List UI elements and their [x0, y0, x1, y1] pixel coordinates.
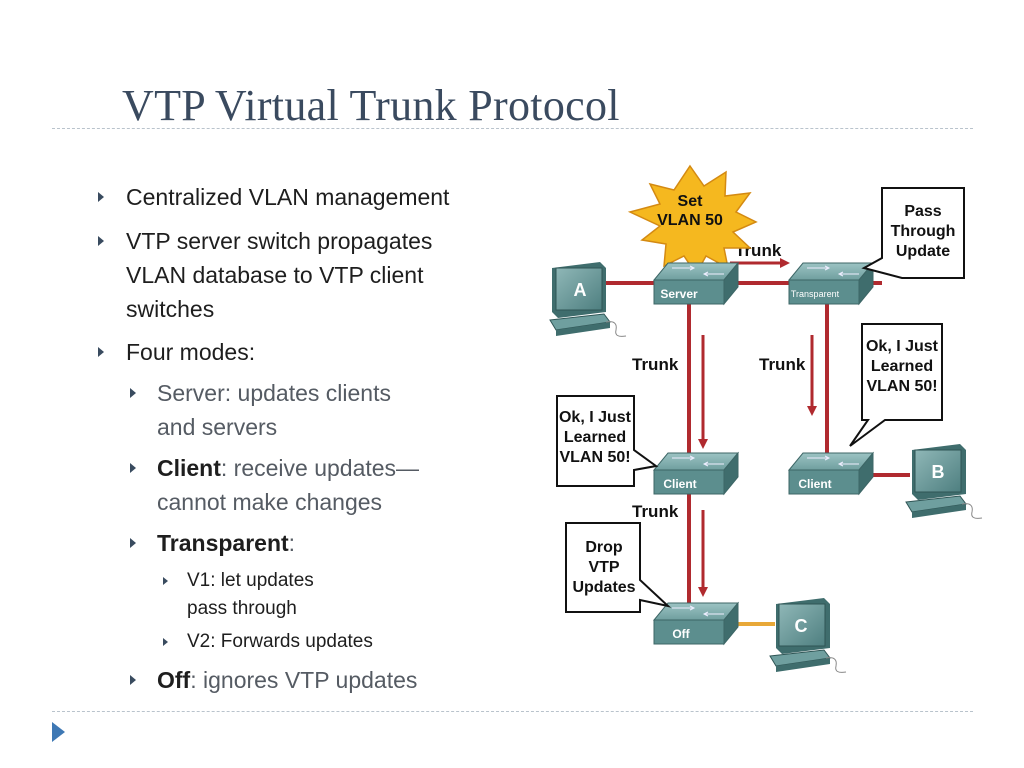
bullet-text: Centralized VLAN management — [126, 184, 450, 210]
footer-divider — [52, 711, 973, 712]
switch-label: Client — [663, 477, 696, 491]
pc-label: B — [932, 462, 945, 482]
switch-off: Off — [652, 601, 740, 646]
mode-desc: and servers — [157, 414, 278, 440]
bullet-text: Four modes: — [126, 339, 256, 365]
callout-line: Learned — [564, 429, 626, 446]
title-divider — [52, 128, 973, 129]
bullet-arrow-icon — [130, 675, 136, 685]
callout-learned-transparent-client: Ok, I Just Learned VLAN 50! — [849, 323, 943, 447]
switch-client-1: Client — [652, 451, 740, 496]
bullet-arrow-icon — [130, 538, 136, 548]
switch-label: Off — [672, 627, 690, 641]
vtp-diagram: Trunk Trunk Trunk Trunk Set VLAN 50 Serv… — [540, 160, 990, 690]
mode-sep: : — [288, 530, 296, 556]
bullet-arrow-icon — [163, 638, 168, 646]
bullet-arrow-icon — [98, 347, 104, 357]
callout-learned-server-client: Ok, I Just Learned VLAN 50! — [556, 395, 659, 487]
callout-pass-through: Pass Through Update — [861, 187, 965, 279]
mode-transparent: Transparent: — [130, 526, 296, 560]
starburst-line: VLAN 50 — [657, 212, 723, 229]
trunk-label: Trunk — [632, 355, 679, 374]
pc-label: A — [574, 280, 587, 300]
trunk-label: Trunk — [759, 355, 806, 374]
slide-title: VTP Virtual Trunk Protocol — [122, 81, 620, 130]
callout-line: Pass — [904, 203, 941, 220]
switch-transparent: Transparent — [787, 261, 875, 306]
mode-label: Server: — [157, 380, 232, 406]
switch-label: Client — [798, 477, 831, 491]
sub-line: V1: let updates — [187, 570, 314, 591]
bullet-arrow-icon — [163, 577, 168, 585]
switch-server: Server — [652, 261, 740, 306]
bullet-arrow-icon — [130, 463, 136, 473]
bullet-line: switches — [126, 296, 215, 322]
callout-line: Learned — [871, 358, 933, 375]
mode-desc: cannot make changes — [157, 489, 383, 515]
bullet-list: Centralized VLAN management VTP server s… — [0, 0, 540, 700]
bullet-four-modes: Four modes: — [98, 335, 256, 369]
starburst-line: Set — [678, 193, 704, 210]
callout-drop: Drop VTP Updates — [565, 522, 672, 613]
transparent-v1: V1: let updates pass through — [163, 567, 314, 623]
sub-line: V2: Forwards updates — [187, 631, 373, 652]
bullet-line: VTP server switch propagates — [126, 228, 433, 254]
pc-c: C — [769, 598, 847, 673]
mode-label: Transparent — [157, 530, 289, 556]
mode-desc: ignores VTP updates — [196, 667, 418, 693]
bullet-propagates: VTP server switch propagates VLAN databa… — [98, 224, 433, 326]
callout-line: Updates — [572, 579, 635, 596]
bullet-arrow-icon — [98, 236, 104, 246]
callout-line: Drop — [585, 539, 623, 556]
mode-server: Server: updates clients and servers — [130, 376, 391, 444]
mode-label: Client — [157, 455, 221, 481]
transparent-v2: V2: Forwards updates — [163, 628, 373, 656]
pc-label: C — [795, 616, 808, 636]
pc-b: B — [905, 444, 983, 519]
callout-line: VLAN 50! — [866, 378, 937, 395]
mode-sep: : — [190, 667, 197, 693]
bullet-line: VLAN database to VTP client — [126, 262, 424, 288]
callout-line: Update — [896, 243, 950, 260]
switch-label: Server — [660, 287, 698, 301]
mode-sep: : — [220, 455, 228, 481]
mode-label: Off — [157, 667, 191, 693]
switch-client-2: Client — [787, 451, 875, 496]
callout-line: VTP — [588, 559, 619, 576]
callout-line: Ok, I Just — [559, 409, 632, 426]
trunk-label: Trunk — [632, 502, 679, 521]
bullet-arrow-icon — [130, 388, 136, 398]
bullet-centralized: Centralized VLAN management — [98, 180, 450, 214]
set-vlan-starburst: Set VLAN 50 — [627, 164, 758, 276]
mode-off: Off: ignores VTP updates — [130, 663, 418, 697]
pc-a: A — [549, 262, 627, 337]
switch-label: Transparent — [791, 289, 840, 299]
mode-desc: receive updates— — [227, 455, 420, 481]
mode-desc: updates clients — [231, 380, 391, 406]
mode-client: Client: receive updates— cannot make cha… — [130, 451, 420, 519]
callout-line: Through — [891, 223, 956, 240]
update-arrows — [698, 258, 817, 597]
sub-line: pass through — [187, 598, 297, 619]
callout-line: Ok, I Just — [866, 338, 939, 355]
bullet-arrow-icon — [98, 192, 104, 202]
callout-line: VLAN 50! — [559, 449, 630, 466]
next-slide-icon[interactable] — [52, 722, 65, 742]
